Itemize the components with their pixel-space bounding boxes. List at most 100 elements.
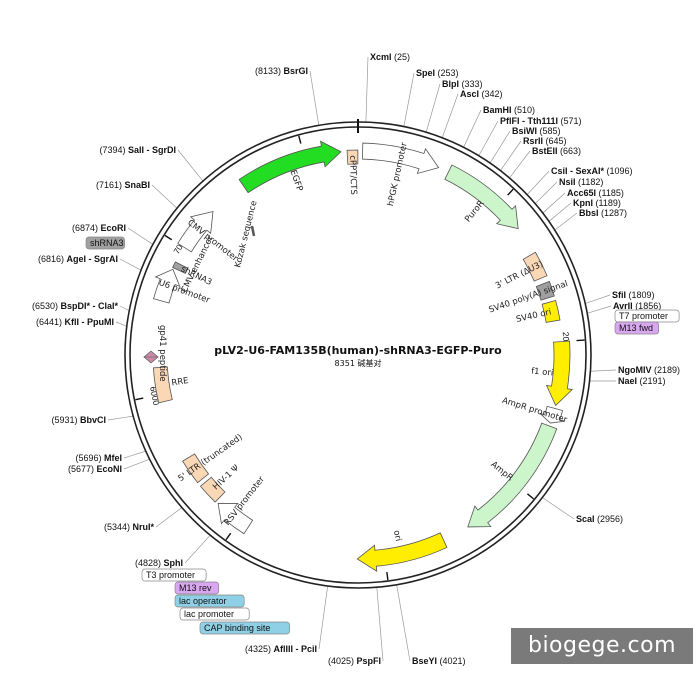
tag-label: M13 rev <box>179 583 212 593</box>
site-position: (342) <box>479 89 503 99</box>
feature-label: PuroR <box>463 199 486 225</box>
site-leader <box>534 181 558 204</box>
site-name: Acc65I <box>567 188 596 198</box>
feature-cppt-cts <box>346 149 359 165</box>
feature-cmv-promoter <box>177 211 214 253</box>
site-leader <box>177 149 204 182</box>
tag-label: lac operator <box>179 596 227 606</box>
site-name: NaeI <box>618 376 637 386</box>
kozak-mark <box>250 225 256 237</box>
site-name: AscI <box>460 89 479 99</box>
site-label-bamhi: BamHI (510) <box>483 105 535 115</box>
site-leader <box>115 321 127 327</box>
site-leader <box>509 150 531 179</box>
site-position: (4021) <box>437 656 466 666</box>
site-label-mfei: (5696) MfeI <box>75 453 122 463</box>
site-leader <box>318 585 329 650</box>
site-label-pflfi-tth111i: PflFI - Tth111I (571) <box>500 116 582 126</box>
site-label-rsrii: RsrII (645) <box>523 136 567 146</box>
feature-egfp <box>238 140 342 194</box>
site-name: BstEII <box>532 146 558 156</box>
tick-mark <box>526 493 535 500</box>
site-position: (2956) <box>595 514 624 524</box>
site-name: NsiI <box>559 177 576 187</box>
site-position: (663) <box>558 146 582 156</box>
site-label-ecori: (6874) EcoRI <box>72 223 126 233</box>
feature-label: cPPT/CTS <box>347 155 358 195</box>
feature-sv40-ori <box>541 299 561 323</box>
site-position: (333) <box>459 79 483 89</box>
site-name: BbsI <box>579 208 599 218</box>
site-leader <box>478 120 499 156</box>
site-position: (253) <box>435 68 459 78</box>
site-label-kfli-ppumi: (6441) KflI - PpuMI <box>36 317 114 327</box>
site-leader <box>119 258 142 271</box>
site-label-econi: (5677) EcoNI <box>68 464 122 474</box>
site-name: SfiI <box>612 290 626 300</box>
tick-mark <box>164 234 173 241</box>
site-position: (585) <box>537 126 561 136</box>
site-label-avrii: AvrII (1856) <box>613 301 661 311</box>
site-label-bseyi: BseYI (4021) <box>412 656 466 666</box>
tag-m13-rev <box>174 581 220 595</box>
site-leader <box>590 369 617 372</box>
watermark: biogege.com <box>511 628 693 664</box>
tick-mark <box>298 135 302 144</box>
site-label-bspdi-clai: (6530) BspDI* - ClaI* <box>32 301 119 311</box>
site-position: (1096) <box>604 166 633 176</box>
tag-label: shRNA3 <box>90 238 124 248</box>
feature-label: EGFP <box>288 169 305 193</box>
feature-label: RRE <box>171 376 189 388</box>
bp-ticks: 10002000300040005000600070008000 <box>135 135 585 581</box>
site-label-nrui: (5344) NruI* <box>104 522 155 532</box>
tick-mark <box>386 572 389 581</box>
site-label-spei: SpeI (253) <box>416 68 459 78</box>
site-label-bsrgi: (8133) BsrGI <box>255 66 308 76</box>
site-name: ScaI <box>576 514 595 524</box>
site-leader <box>500 140 522 171</box>
site-name: EcoNI <box>96 464 122 474</box>
site-name: MfeI <box>104 453 122 463</box>
map-size: 8351 碱基对 <box>335 358 382 368</box>
site-position: (1287) <box>599 208 628 218</box>
site-label-ngomiv: NgoMIV (2189) <box>618 365 680 375</box>
site-leader <box>365 56 369 123</box>
plasmid-backbone <box>124 119 592 589</box>
site-leader <box>441 93 459 138</box>
site-leader <box>489 130 511 164</box>
tag-cap-binding-site <box>199 621 290 635</box>
feature-rre <box>152 366 173 404</box>
site-name: BseYI <box>412 656 437 666</box>
site-label-asci: AscI (342) <box>460 89 503 99</box>
site-leader <box>155 507 183 528</box>
site-position: (1182) <box>576 177 604 187</box>
site-leader <box>119 305 130 312</box>
map-title: pLV2-U6-FAM135B(human)-shRNA3-EGFP-Puro <box>214 344 502 357</box>
site-position: (2191) <box>637 376 666 386</box>
site-leader <box>526 170 550 195</box>
tick-mark <box>225 532 232 541</box>
feature-hpgk-promoter <box>362 142 440 175</box>
feature-5-ltr-truncated <box>182 453 210 484</box>
restriction-sites: XcmI (25)SpeI (253)BlpI (333)AscI (342)B… <box>32 52 680 666</box>
feature-puror <box>444 164 519 230</box>
tick-mark <box>135 397 144 401</box>
site-name: NruI* <box>132 522 154 532</box>
site-name: KpnI <box>573 198 593 208</box>
site-leader <box>127 227 154 245</box>
tag-label: M13 fwd <box>619 323 653 333</box>
tag-shrna3 <box>85 236 125 250</box>
site-name: NgoMIV <box>618 365 652 375</box>
site-position: (5344) <box>104 522 133 532</box>
site-position: (645) <box>543 136 567 146</box>
site-position: (8133) <box>255 66 284 76</box>
site-name: EcoRI <box>100 223 126 233</box>
site-leader <box>123 458 150 470</box>
site-label-nsii: NsiI (1182) <box>559 177 603 187</box>
site-position: (7394) <box>99 145 128 155</box>
site-name: SnaBI <box>124 180 150 190</box>
site-position: (5931) <box>51 415 80 425</box>
site-leader <box>123 450 146 459</box>
